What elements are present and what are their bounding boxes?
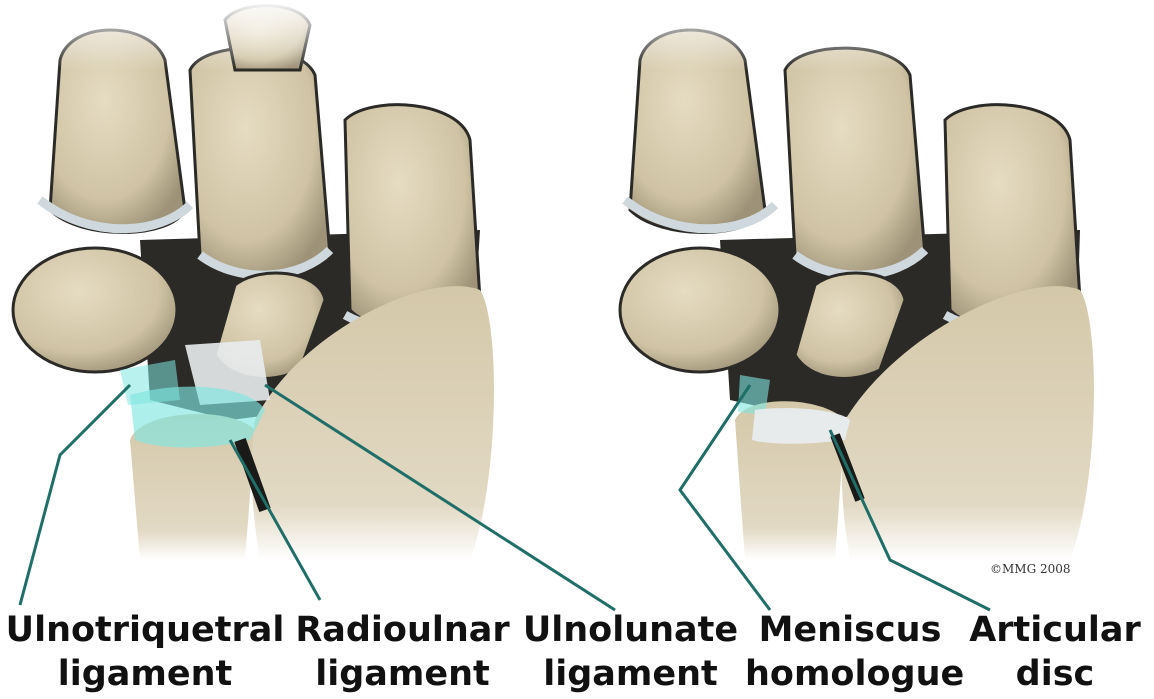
label-ulnotriquetral-line1: Ulnotriquetral — [0, 608, 290, 652]
top-fade — [0, 0, 1154, 70]
label-meniscus-line2: homologue — [745, 652, 955, 696]
left-metacarpal-2 — [190, 48, 330, 277]
label-ulnolunate-line1: Ulnolunate — [518, 608, 743, 652]
left-wrist — [13, 6, 494, 560]
label-ulnolunate-line2: ligament — [518, 652, 743, 696]
label-radioulnar-line2: ligament — [290, 652, 515, 696]
label-articular-line2: disc — [960, 652, 1150, 696]
label-articular-line1: Articular — [960, 608, 1150, 652]
right-triquetrum — [620, 248, 780, 372]
leader-ulnotriquetral — [20, 385, 130, 605]
label-meniscus-line1: Meniscus — [745, 608, 955, 652]
label-ulnotriquetral-line2: ligament — [0, 652, 290, 696]
label-ulnotriquetral-ligament: Ulnotriquetral ligament — [0, 608, 290, 696]
label-ulnolunate-ligament: Ulnolunate ligament — [518, 608, 743, 696]
label-articular-disc: Articular disc — [960, 608, 1150, 696]
right-metacarpal-2 — [785, 48, 925, 277]
label-meniscus-homologue: Meniscus homologue — [745, 608, 955, 696]
label-radioulnar-line1: Radioulnar — [290, 608, 515, 652]
label-radioulnar-ligament: Radioulnar ligament — [290, 608, 515, 696]
left-triquetrum — [13, 248, 177, 372]
copyright-notice: ©MMG 2008 — [990, 562, 1071, 576]
right-wrist — [620, 30, 1094, 560]
